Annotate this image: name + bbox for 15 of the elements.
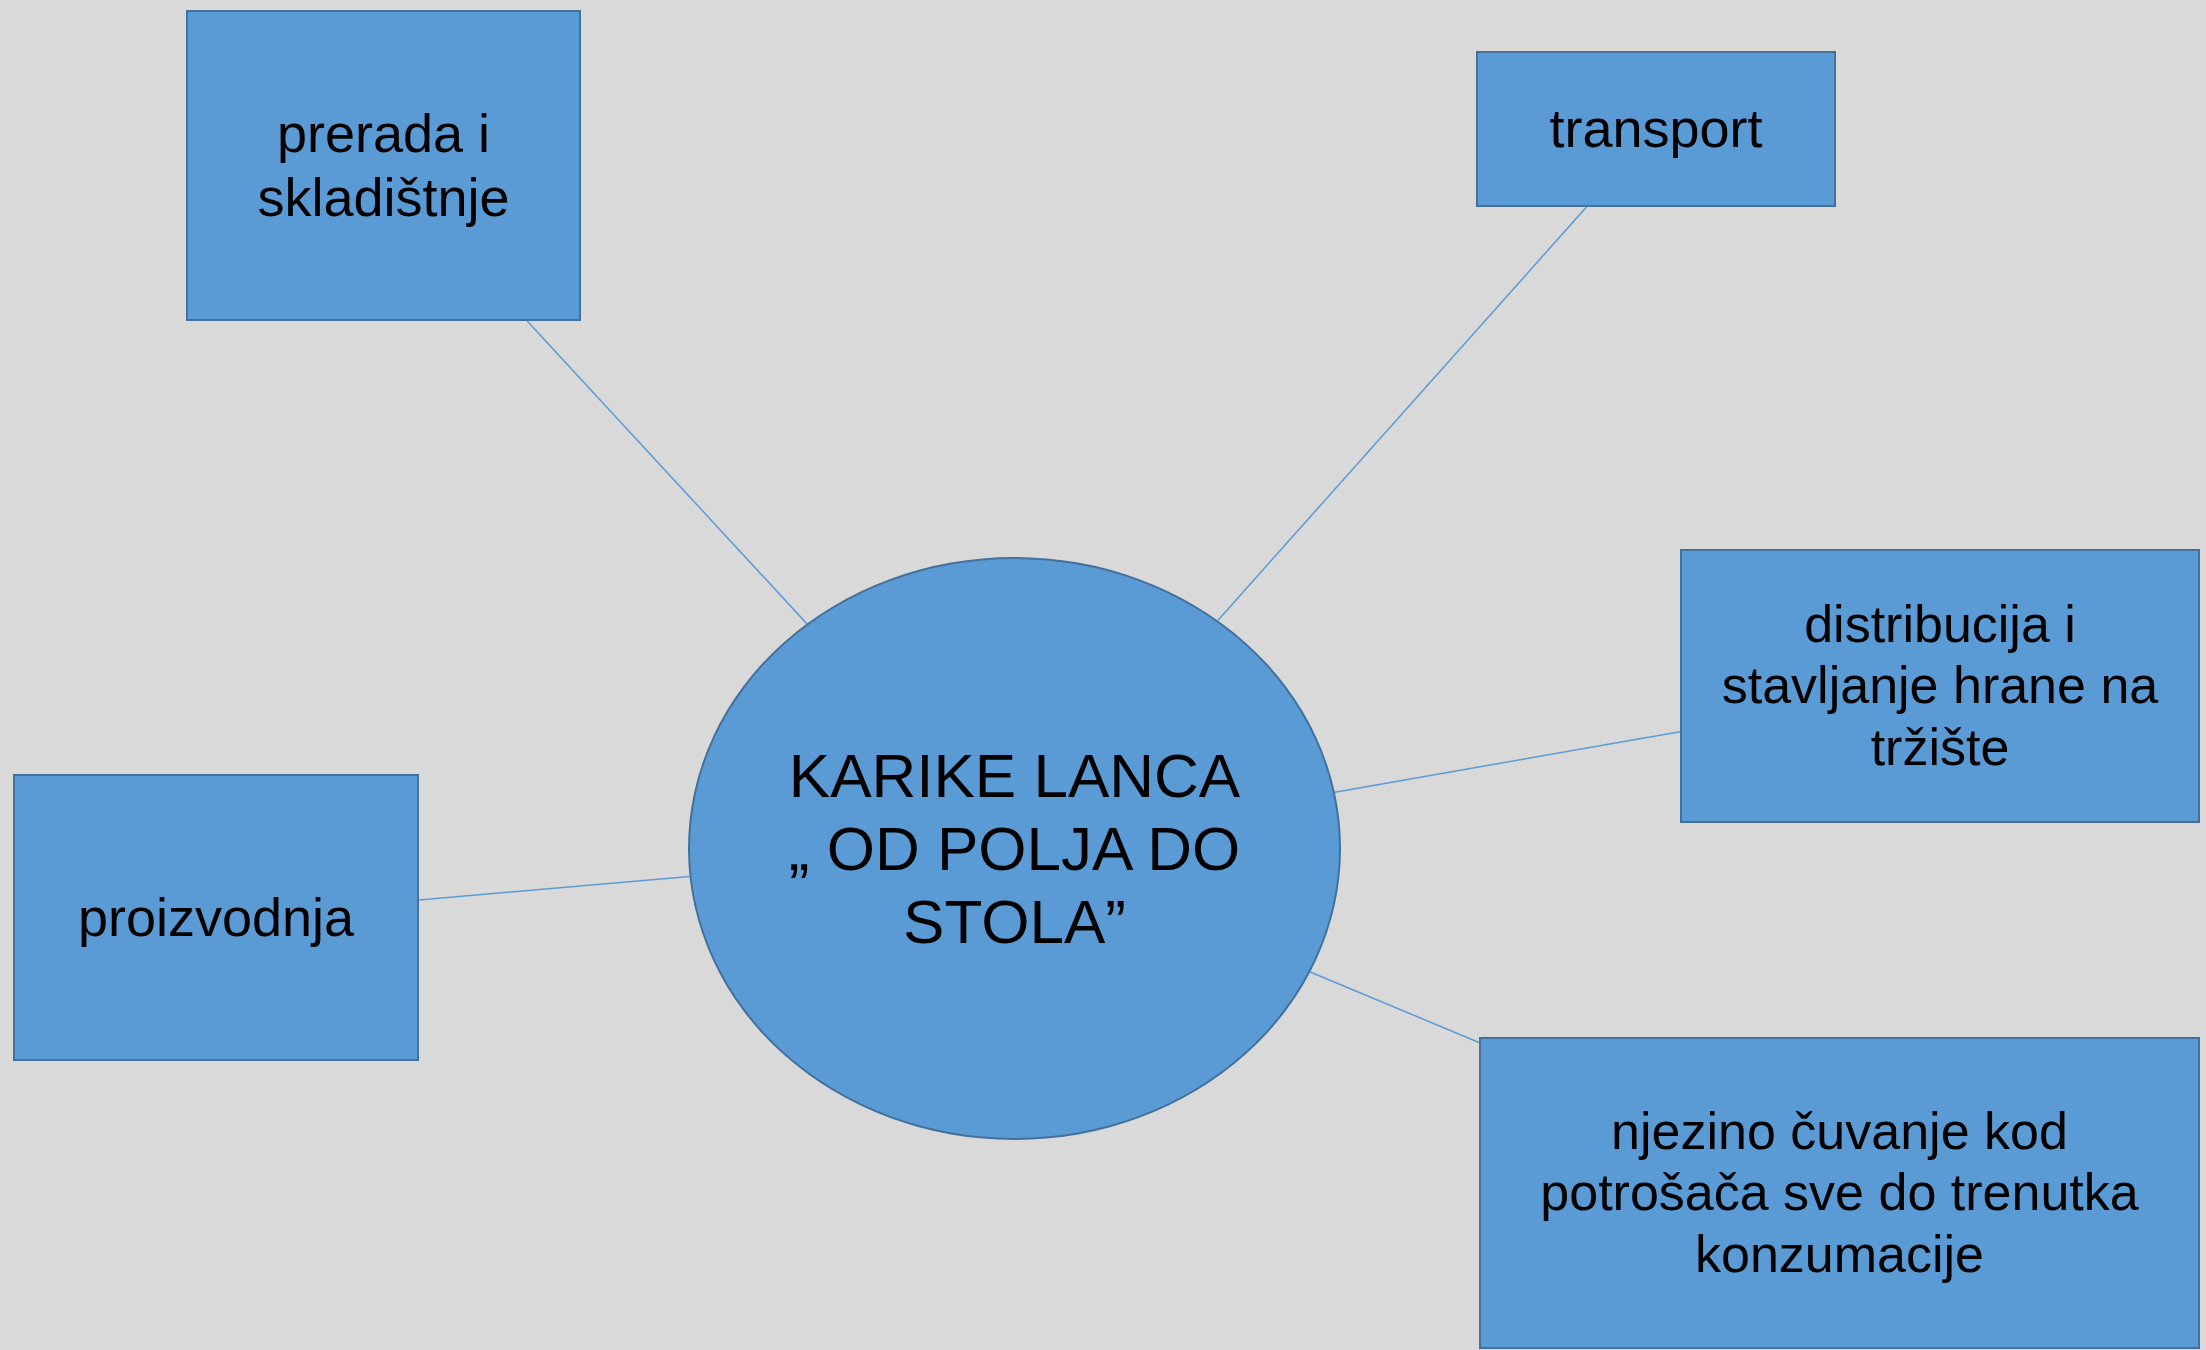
node-label: distribucija i stavljanje hrane na tržište (1720, 593, 2160, 778)
step-box (1479, 1037, 2200, 1349)
node-label: transport (1549, 97, 1763, 161)
connector-line (526, 320, 808, 625)
step-box (186, 10, 581, 321)
step-box (1476, 51, 1836, 207)
node-label: njezino čuvanje kod potrošača sve do trenutka konzumacije (1539, 1100, 2140, 1285)
connector-line (1334, 730, 1681, 793)
node-label: proizvodnja (77, 885, 355, 949)
node-label: KARIKE LANCA „ OD POLJA DO STOLA” (787, 739, 1242, 959)
connector-line (418, 875, 691, 901)
step-box (1680, 549, 2200, 823)
connector-line (1217, 206, 1588, 622)
node-label: prerada i skladištnje (256, 101, 511, 229)
step-box (13, 774, 419, 1061)
